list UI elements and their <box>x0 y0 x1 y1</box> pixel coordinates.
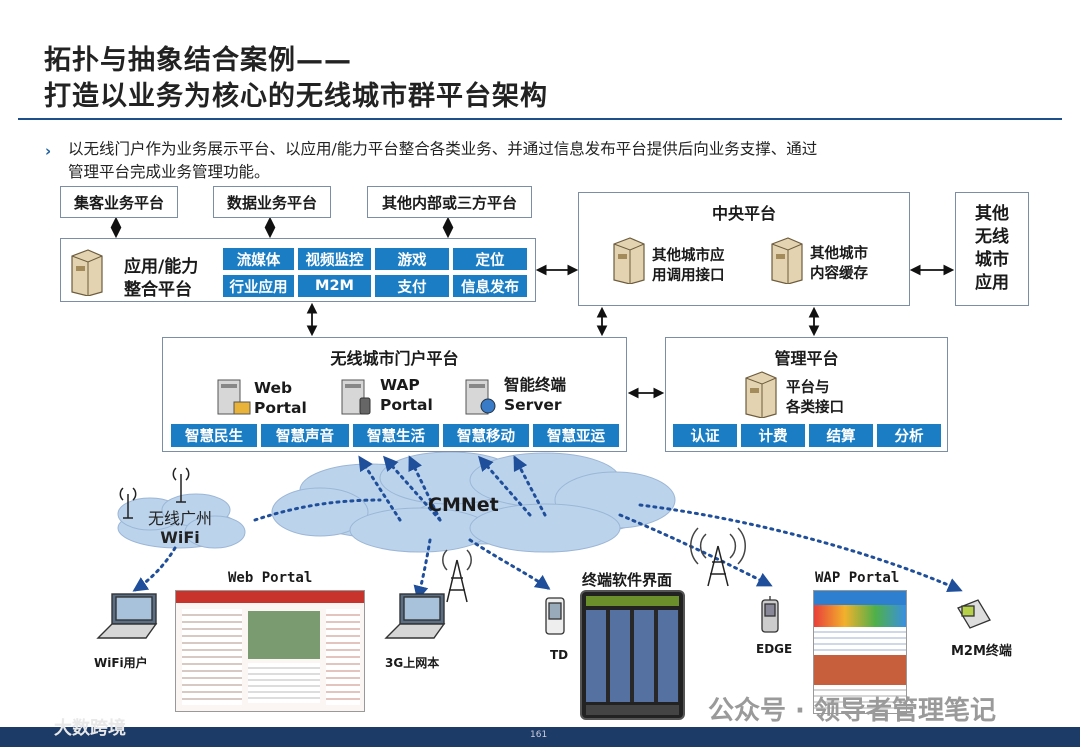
laptop-icons <box>96 593 446 639</box>
wap-portal-label: WAP Portal <box>380 376 433 414</box>
terminal-ui-title: 终端软件界面 <box>582 571 673 589</box>
cell-games: 游戏 <box>375 248 449 270</box>
other-city-apps <box>955 192 1029 306</box>
edge-label: EDGE <box>756 642 793 656</box>
cell-billing: 计费 <box>741 424 805 447</box>
cell-smart-livelihood: 智慧民生 <box>171 424 257 447</box>
3g-netbook-label: 3G上网本 <box>385 656 440 670</box>
tag-data-platform: 数据业务平台 <box>213 186 331 218</box>
cell-smart-mobile: 智慧移动 <box>443 424 529 447</box>
bullet-line1: 以无线门户作为业务展示平台、以应用/能力平台整合各类业务、并通过信息发布平台提供… <box>68 140 818 158</box>
watermark-wechat: 公众号 · 领导者管理笔记 <box>708 696 996 726</box>
management-platform-title: 管理平台 <box>774 349 839 368</box>
cell-settlement: 结算 <box>809 424 873 447</box>
server-icon <box>771 237 803 284</box>
web-portal-screen-title: Web Portal <box>228 570 313 586</box>
bullet-marker: › <box>45 142 52 160</box>
td-label: TD <box>550 648 569 662</box>
cell-info-release: 信息发布 <box>453 275 527 297</box>
tag-jike-platform: 集客业务平台 <box>60 186 178 218</box>
portal-platform-title: 无线城市门户平台 <box>330 349 459 368</box>
page-title-line1: 拓扑与抽象结合案例—— <box>44 45 352 76</box>
central-platform-title: 中央平台 <box>711 204 776 223</box>
cell-smart-asiad: 智慧亚运 <box>533 424 619 447</box>
title-divider <box>18 118 1062 120</box>
cell-industry-app: 行业应用 <box>223 275 294 297</box>
smart-terminal-label: 智能终端 Server <box>504 376 567 414</box>
server-icon <box>613 237 645 284</box>
server-icon <box>745 371 777 418</box>
wap-portal-screenshot <box>813 590 907 714</box>
web-server-icon <box>217 379 251 415</box>
wifi-guangzhou-label: 无线广州 WiFi <box>147 509 212 547</box>
server-icon <box>71 249 103 296</box>
phone-icons <box>545 596 991 635</box>
central-item-api: 其他城市应 用调用接口 <box>652 248 725 284</box>
cell-streaming: 流媒体 <box>223 248 294 270</box>
m2m-terminal-label: M2M终端 <box>951 644 1012 659</box>
app-ability-label: 应用/能力 整合平台 <box>124 257 199 300</box>
cmnet-label: CMNet <box>428 494 499 516</box>
watermark-left: 大数跨境 <box>54 718 126 739</box>
page-number: 161 <box>530 730 548 740</box>
cell-m2m: M2M <box>298 275 371 297</box>
wifi-user-label: WiFi用户 <box>94 656 148 670</box>
footer-bar <box>0 727 1080 747</box>
other-city-apps-label: 其他 无线 城市 应用 <box>975 204 1009 293</box>
tag-third-party-platform: 其他内部或三方平台 <box>367 186 532 218</box>
cell-analysis: 分析 <box>877 424 941 447</box>
bullet-text: 以无线门户作为业务展示平台、以应用/能力平台整合各类业务、并通过信息发布平台提供… <box>68 138 1028 184</box>
wap-portal-screen-title: WAP Portal <box>815 570 900 586</box>
page-title-line2: 打造以业务为核心的无线城市群平台架构 <box>44 81 548 112</box>
smart-server-icon <box>465 379 496 415</box>
terminal-ui-screenshot <box>580 590 685 720</box>
central-item-cache: 其他城市 内容缓存 <box>810 246 868 282</box>
web-portal-screenshot <box>175 590 365 712</box>
cell-smart-life: 智慧生活 <box>353 424 439 447</box>
cell-payment: 支付 <box>375 275 449 297</box>
wap-server-icon <box>341 379 371 415</box>
bullet-line2: 管理平台完成业务管理功能。 <box>68 163 270 181</box>
web-portal-label: Web Portal <box>254 379 307 417</box>
tower-icons <box>119 467 746 603</box>
cell-location: 定位 <box>453 248 527 270</box>
mgmt-interfaces-label: 平台与 各类接口 <box>786 380 844 416</box>
cell-auth: 认证 <box>673 424 737 447</box>
cell-smart-voice: 智慧声音 <box>261 424 349 447</box>
cell-video-monitor: 视频监控 <box>298 248 371 270</box>
